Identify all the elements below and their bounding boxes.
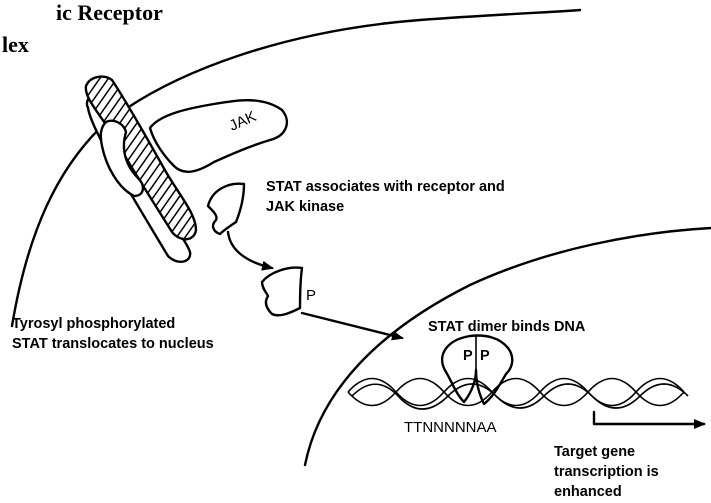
target-label-line1: Target gene (554, 444, 635, 460)
jak-kinase (150, 100, 287, 172)
transcription-start-arrow (594, 412, 704, 424)
dimer-binds-label: STAT dimer binds DNA (428, 319, 586, 335)
translocates-label-line2: STAT translocates to nucleus (12, 336, 214, 352)
diagram-title-line1: ic Receptor (56, 0, 163, 25)
stat-associates-label-line2: JAK kinase (266, 199, 344, 215)
stat-associates-label-line1: STAT associates with receptor and (266, 179, 505, 195)
activation-arrow (228, 232, 272, 268)
translocation-arrow (302, 313, 402, 338)
stat-monomer-receptor (208, 184, 244, 234)
target-label-line2: transcription is (554, 464, 659, 480)
diagram-title-line2: lex (2, 32, 29, 57)
dna-sequence-label: TTNNNNNAA (404, 419, 497, 436)
target-label-line3: enhanced (554, 484, 622, 500)
phospho-p-label: P (306, 287, 316, 304)
stat-dimer (442, 336, 512, 405)
stat-phosphorylated (262, 268, 302, 316)
dimer-p-left: P (463, 348, 473, 364)
dimer-p-right: P (480, 348, 490, 364)
translocates-label-line1: Tyrosyl phosphorylated (12, 316, 175, 332)
